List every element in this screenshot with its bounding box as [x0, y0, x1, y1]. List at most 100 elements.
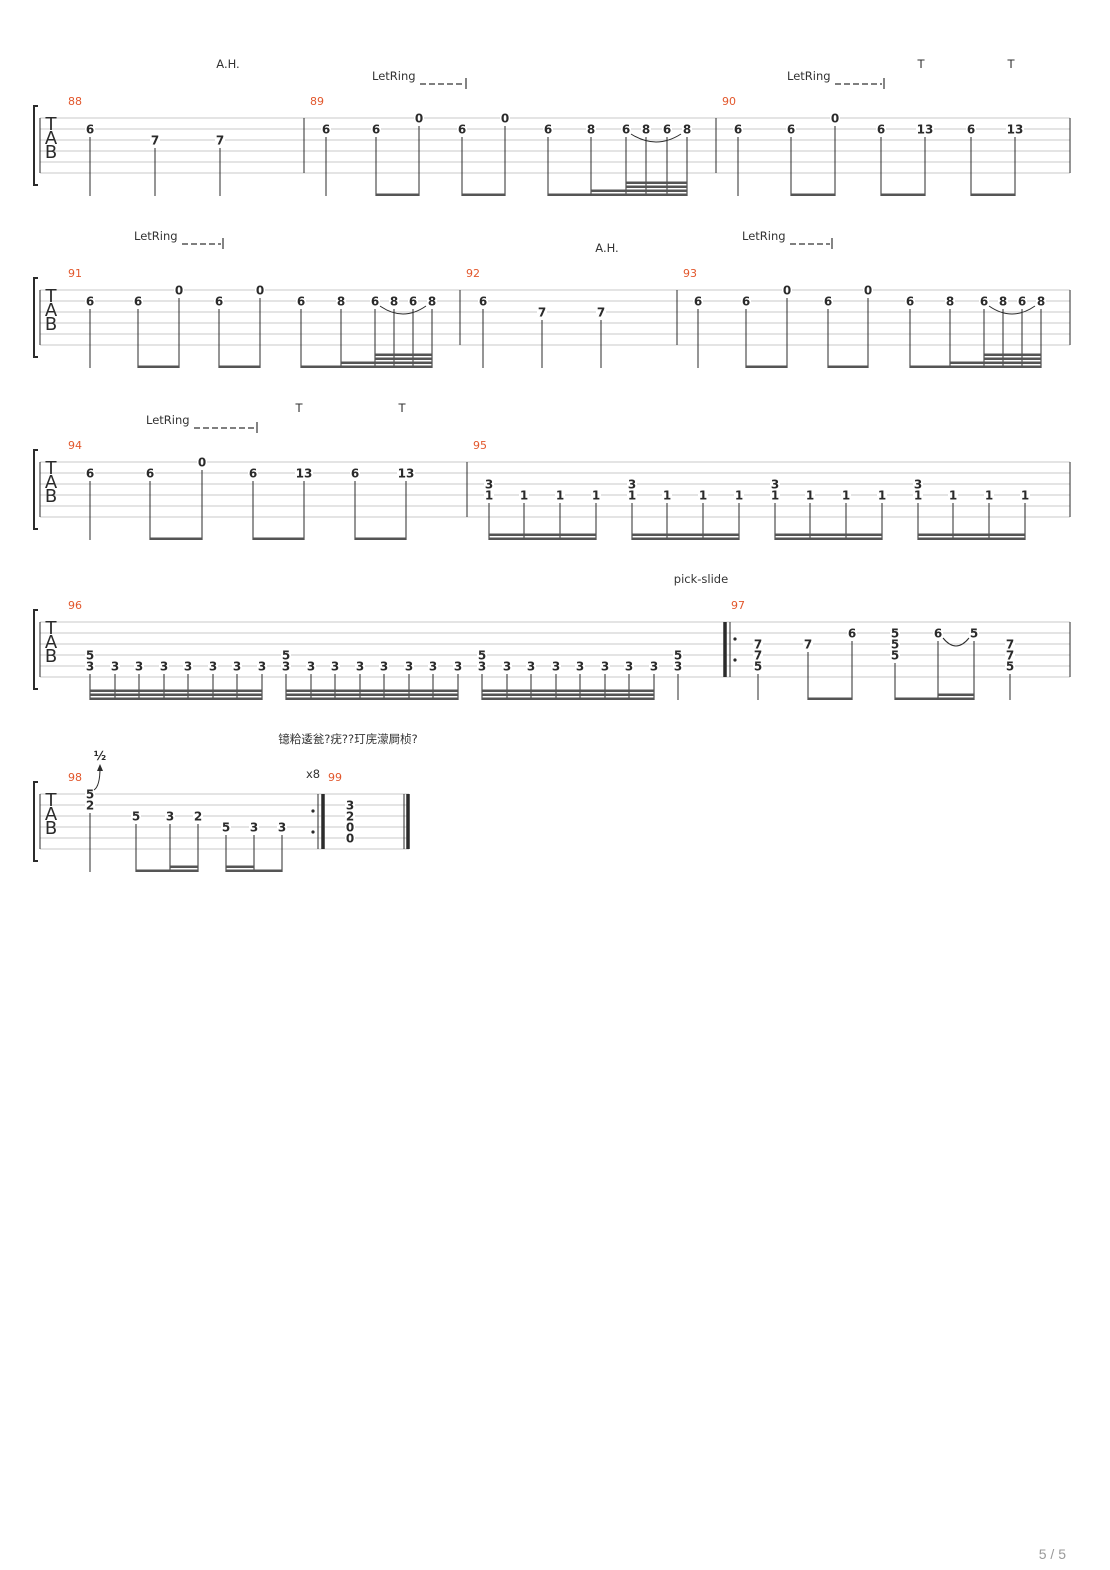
fret-number: 0: [415, 112, 423, 126]
fret-mask: [484, 479, 494, 489]
fret-number: 6: [742, 295, 750, 309]
tab-note: 1: [662, 489, 672, 540]
beam: [462, 193, 505, 196]
bend-amount: ½: [94, 749, 106, 763]
beam: [984, 365, 1041, 368]
beam: [90, 693, 262, 696]
measure-number: 96: [68, 599, 82, 612]
tab-note: 8: [945, 295, 955, 368]
tab-note: 6: [370, 295, 380, 368]
fret-mask: [345, 822, 355, 832]
beam: [938, 697, 974, 700]
fret-number: 2: [86, 799, 94, 813]
tab-clef-letter: A: [45, 128, 58, 149]
tab-note: 31: [484, 478, 494, 540]
beam: [286, 693, 458, 696]
let-ring-marker: LetRing: [134, 229, 224, 249]
fret-mask: [232, 661, 242, 671]
beam: [626, 185, 687, 188]
let-ring-label: LetRing: [134, 229, 178, 243]
tab-note: 6: [371, 123, 381, 196]
beam: [90, 697, 262, 700]
fret-number: 7: [216, 134, 224, 148]
tab-note: 1: [591, 489, 601, 540]
tab-note: 775: [753, 638, 763, 700]
fret-number: 6: [322, 123, 330, 137]
fret-mask: [85, 468, 95, 478]
fret-number: 3: [576, 660, 584, 674]
fret-number: 0: [831, 112, 839, 126]
repeat-dot: [311, 809, 315, 813]
tab-note: 1: [984, 489, 994, 540]
fret-number: 3: [346, 799, 354, 813]
fret-mask: [478, 296, 488, 306]
fret-number: 5: [1006, 660, 1014, 674]
tab-note: 7: [215, 134, 225, 196]
fret-mask: [890, 628, 900, 638]
fret-number: 3: [478, 660, 486, 674]
tab-note: 6: [350, 467, 360, 540]
fret-mask: [296, 296, 306, 306]
tab-note: 3: [249, 821, 259, 872]
fret-number: 8: [642, 123, 650, 137]
fret-number: 3: [282, 660, 290, 674]
let-ring-marker: LetRing: [742, 229, 833, 249]
fret-mask: [876, 124, 886, 134]
tab-note: 6: [543, 123, 553, 196]
tab-note: 0: [863, 284, 873, 368]
tab-note: 6: [296, 295, 306, 368]
beam: [984, 353, 1041, 356]
fret-number: 6: [877, 123, 885, 137]
fret-number: 6: [86, 467, 94, 481]
fret-number: 5: [970, 627, 978, 641]
score-annotation: A.H.: [216, 57, 239, 71]
let-ring-marker: LetRing: [787, 69, 885, 89]
fret-number: 3: [527, 660, 535, 674]
fret-number: 7: [754, 649, 762, 663]
tab-note: 5: [131, 810, 141, 872]
tab-note: 8: [682, 123, 692, 196]
measure-number: 95: [473, 439, 487, 452]
tab-clef-letter: T: [45, 458, 58, 479]
fret-number: 6: [134, 295, 142, 309]
tab-note: 13: [1006, 123, 1024, 196]
fret-number: 5: [86, 649, 94, 663]
score-annotation: T: [1006, 57, 1015, 71]
fret-mask: [698, 490, 708, 500]
fret-number: 1: [520, 489, 528, 503]
beam: [482, 693, 654, 696]
tab-clef-letter: A: [45, 632, 58, 653]
fret-number: 5: [891, 649, 899, 663]
beam: [828, 365, 868, 368]
fret-mask: [770, 479, 780, 489]
beam: [489, 533, 596, 536]
fret-number: 6: [371, 295, 379, 309]
fret-mask: [526, 661, 536, 671]
fret-number: 7: [1006, 638, 1014, 652]
beam: [170, 869, 198, 872]
fret-mask: [551, 661, 561, 671]
fret-mask: [193, 811, 203, 821]
fret-mask: [662, 124, 672, 134]
fret-mask: [197, 457, 207, 467]
fret-mask: [428, 661, 438, 671]
beam: [746, 365, 787, 368]
fret-number: 6: [824, 295, 832, 309]
fret-number: 5: [132, 810, 140, 824]
tab-note: 6: [214, 295, 224, 368]
tab-note: 1: [555, 489, 565, 540]
fret-number: 7: [151, 134, 159, 148]
fret-number: 3: [331, 660, 339, 674]
fret-number: 5: [674, 649, 682, 663]
tab-note: 6: [786, 123, 796, 196]
fret-mask: [933, 628, 943, 638]
beam: [286, 697, 458, 700]
fret-mask: [537, 307, 547, 317]
tab-note: 2: [193, 810, 203, 872]
tab-note: 1: [734, 489, 744, 540]
